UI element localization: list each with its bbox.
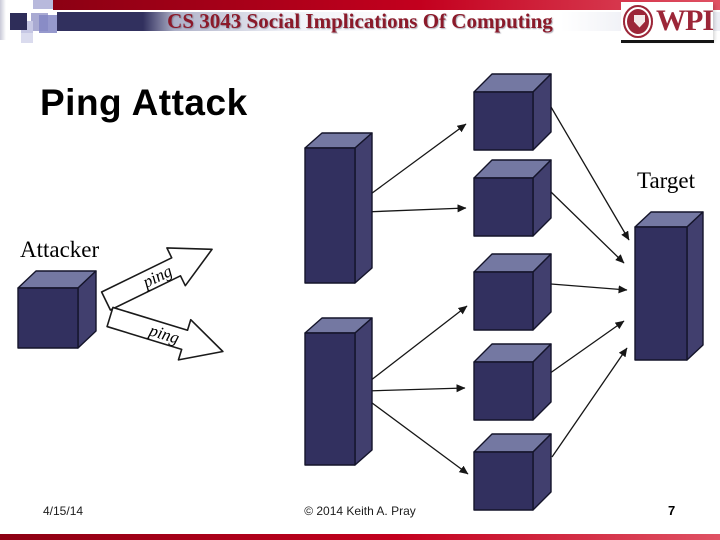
reflector-cube-3 xyxy=(473,253,552,331)
ping-label-2: ping xyxy=(146,320,181,347)
wpi-logo: WPI xyxy=(621,2,714,40)
wpi-logo-text: WPI xyxy=(656,4,714,37)
decor-square xyxy=(33,0,53,9)
ping-arrow-1: ping xyxy=(100,247,213,311)
target-box xyxy=(634,211,704,361)
cube-to-target-arrows xyxy=(545,106,630,458)
header-band xyxy=(57,12,720,31)
slide-title: Ping Attack xyxy=(40,82,248,123)
ping-arrow-2: ping xyxy=(106,306,224,361)
decor-square xyxy=(39,15,57,33)
decor-square xyxy=(10,13,27,30)
slide-number: 7 xyxy=(668,503,676,518)
footer-copyright: © 2014 Keith A. Pray xyxy=(304,504,416,518)
course-title: CS 3043 Social Implications Of Computing xyxy=(167,9,553,33)
attacker-label: Attacker xyxy=(20,237,100,262)
zombie-box-2 xyxy=(304,317,373,466)
zombie-to-cube-arrows xyxy=(363,123,469,475)
target-label: Target xyxy=(637,168,696,193)
footer-red-strip xyxy=(0,534,720,540)
decor-square xyxy=(21,33,33,43)
header-red-strip xyxy=(53,0,720,10)
reflector-cube-2 xyxy=(473,159,552,237)
reflector-cube-4 xyxy=(473,343,552,421)
wpi-shield-icon xyxy=(634,14,645,28)
footer-date: 4/15/14 xyxy=(43,504,84,518)
reflector-cube-1 xyxy=(473,73,552,151)
left-edge-gradient xyxy=(0,0,6,40)
zombie-box-1 xyxy=(304,132,373,284)
reflector-cube-5 xyxy=(473,433,552,511)
attacker-cube xyxy=(17,270,97,349)
wpi-seal-icon xyxy=(623,4,653,38)
wpi-underline xyxy=(621,40,714,43)
